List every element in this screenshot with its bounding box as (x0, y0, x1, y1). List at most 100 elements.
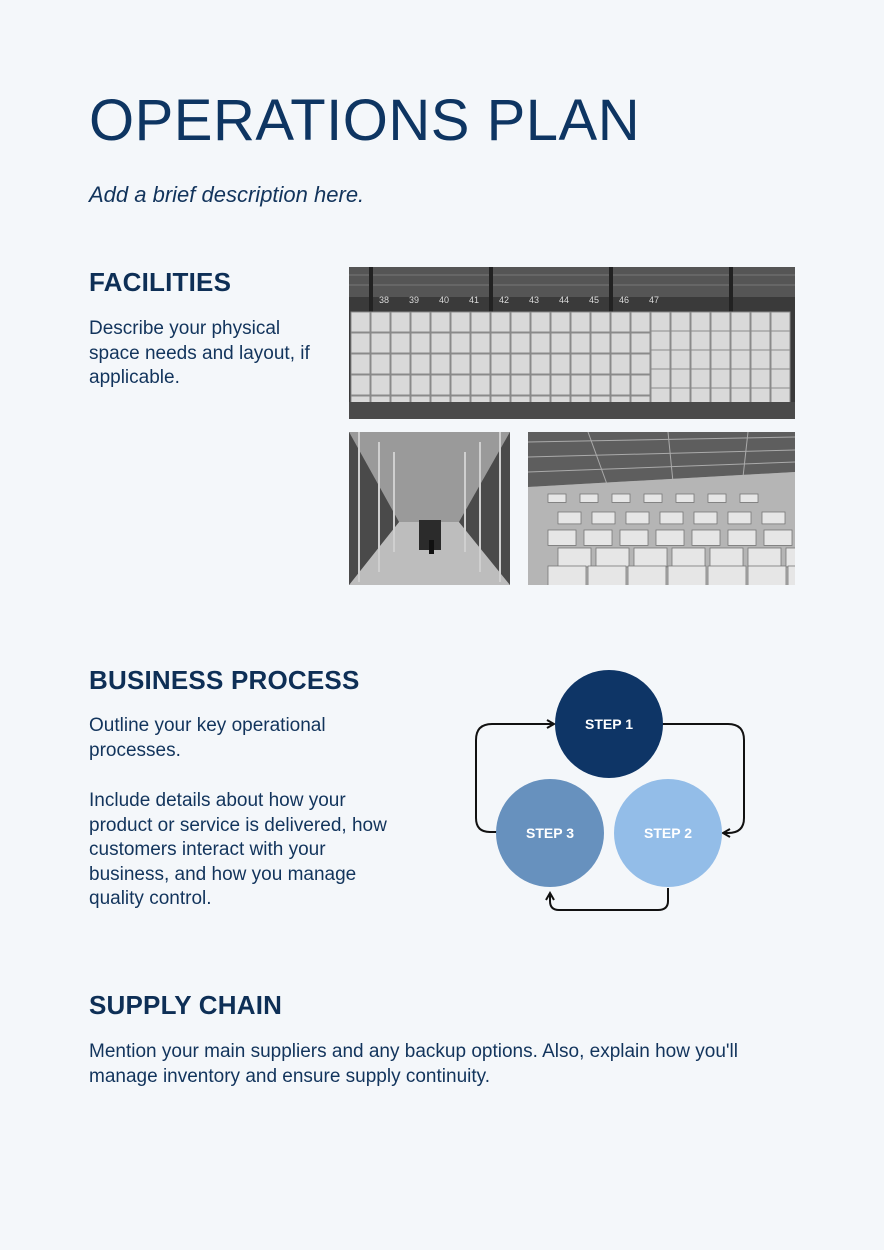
box-shape (550, 332, 571, 354)
pallet-shape (739, 493, 759, 503)
box-shape (770, 311, 791, 333)
dock-number-label: 41 (469, 295, 479, 305)
box-shape (410, 353, 431, 375)
dock-number-label: 44 (559, 295, 569, 305)
step-2-label: STEP 2 (644, 825, 692, 841)
supply-chain-heading: SUPPLY CHAIN (89, 990, 283, 1020)
box-shape (490, 374, 511, 396)
box-shape (670, 311, 691, 333)
box-shape (490, 311, 511, 333)
box-shape (570, 353, 591, 375)
pallet-shape (557, 511, 582, 525)
pallet-shape (747, 565, 787, 585)
box-shape (730, 349, 751, 371)
box-shape (450, 311, 471, 333)
box-shape (630, 374, 651, 396)
box-shape (430, 311, 451, 333)
box-shape (610, 374, 631, 396)
box-shape (470, 353, 491, 375)
page-subtitle: Add a brief description here. (89, 182, 365, 207)
dock-number-label: 43 (529, 295, 539, 305)
arrow-step3-to-step1 (475, 724, 553, 833)
dock-number-label: 45 (589, 295, 599, 305)
pallet-shape (763, 529, 793, 546)
business-process-details: Include details about how your product o… (89, 790, 387, 909)
pallet-shape (625, 511, 650, 525)
pallet-shape (595, 547, 630, 568)
box-shape (610, 332, 631, 354)
box-shape (470, 311, 491, 333)
warehouse-interior-photo (528, 432, 795, 585)
box-shape (510, 311, 531, 333)
dock-number-label: 47 (649, 295, 659, 305)
box-shape (750, 330, 771, 352)
box-shape (570, 332, 591, 354)
step-2-circle (614, 779, 722, 887)
step-2-node: STEP 2 (614, 779, 722, 887)
box-shape (630, 332, 651, 354)
box-shape (450, 374, 471, 396)
pallet-shape (557, 547, 592, 568)
box-shape (370, 374, 391, 396)
box-shape (650, 368, 671, 390)
pallet-shape (707, 493, 727, 503)
step-1-label: STEP 1 (585, 716, 633, 732)
step-1-node: STEP 1 (555, 670, 663, 778)
pallet-shape (547, 565, 587, 585)
box-shape (710, 311, 731, 333)
box-shape (410, 311, 431, 333)
pallet-shape (761, 511, 786, 525)
page-title: OPERATIONS PLAN (89, 88, 641, 153)
box-shape (770, 330, 791, 352)
box-shape (390, 353, 411, 375)
box-shape (690, 368, 711, 390)
arrow-step2-to-step3 (550, 888, 669, 911)
dock-number-label: 42 (499, 295, 509, 305)
pallet-shape (785, 547, 795, 568)
box-shape (470, 332, 491, 354)
box-shape (750, 349, 771, 371)
box-shape (530, 374, 551, 396)
box-shape (390, 374, 411, 396)
supply-chain-description: Mention your main suppliers and any back… (89, 1041, 738, 1087)
box-shape (390, 311, 411, 333)
box-shape (610, 311, 631, 333)
business-process-intro: Outline your key operational processes. (89, 715, 326, 761)
dock-number-label: 46 (619, 295, 629, 305)
box-shape (550, 311, 571, 333)
box-shape (490, 353, 511, 375)
box-shape (630, 311, 651, 333)
box-shape (410, 332, 431, 354)
pallet-shape (587, 565, 627, 585)
pallet-shape (691, 529, 721, 546)
step-3-circle (496, 779, 604, 887)
pallet-shape (547, 493, 567, 503)
business-process-heading: BUSINESS PROCESS (89, 665, 360, 695)
business-process-cycle-diagram: STEP 1 STEP 2 STEP 3 (475, 670, 745, 911)
dock-number-label: 39 (409, 295, 419, 305)
pallet-shape (643, 493, 663, 503)
box-shape (550, 374, 571, 396)
pallet-shape (675, 493, 695, 503)
pallet-shape (709, 547, 744, 568)
step-3-label: STEP 3 (526, 825, 574, 841)
box-shape (530, 311, 551, 333)
pallet-shape (667, 565, 707, 585)
box-shape (710, 368, 731, 390)
box-shape (510, 374, 531, 396)
box-shape (750, 368, 771, 390)
box-shape (590, 374, 611, 396)
box-shape (750, 311, 771, 333)
box-shape (690, 311, 711, 333)
box-shape (630, 353, 651, 375)
pallet-shape (547, 529, 577, 546)
box-shape (650, 349, 671, 371)
box-shape (710, 349, 731, 371)
box-shape (550, 353, 571, 375)
pallet-shape (659, 511, 684, 525)
pallet-shape (583, 529, 613, 546)
box-shape (730, 311, 751, 333)
box-shape (770, 368, 791, 390)
box-shape (650, 330, 671, 352)
